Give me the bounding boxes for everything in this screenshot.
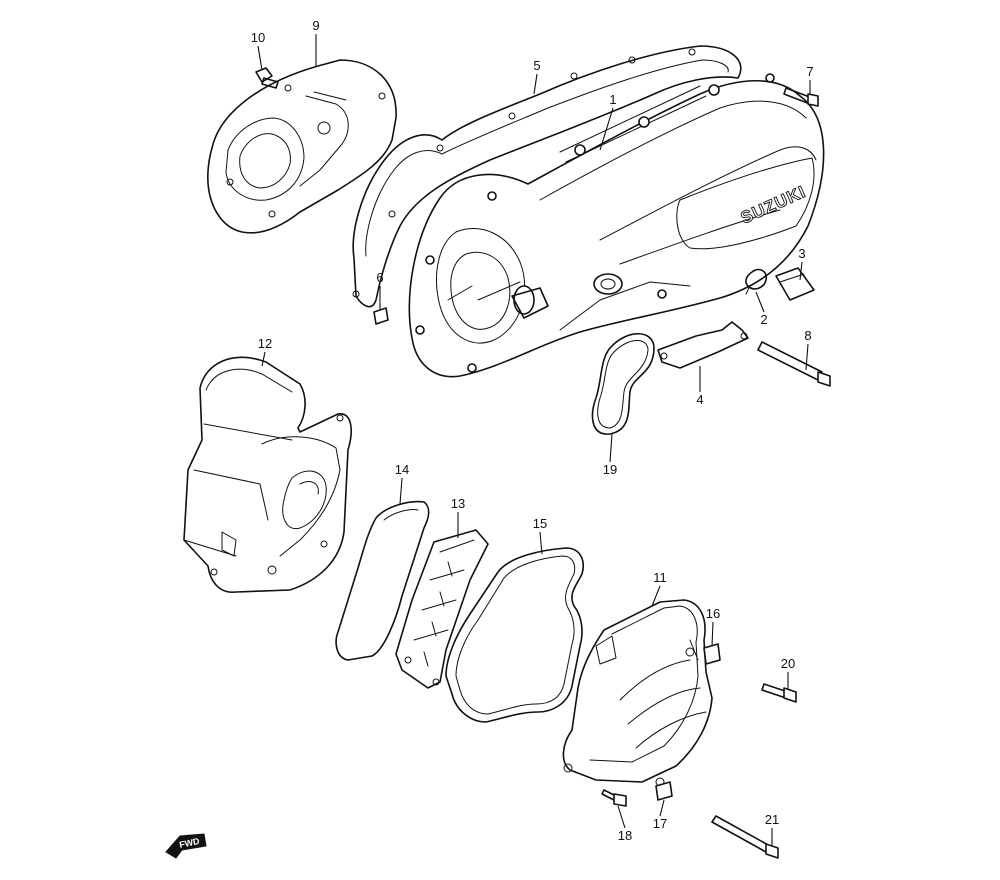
part-21-bolt <box>711 815 779 859</box>
part-19-seal <box>591 333 655 435</box>
callout-1: 1 <box>609 92 616 107</box>
callout-13: 13 <box>451 496 465 511</box>
part-20-bolt <box>761 683 797 703</box>
part-1-crankcase-cover: SUZUKI <box>408 73 825 378</box>
callout-18: 18 <box>618 828 632 843</box>
callout-19: 19 <box>603 462 617 477</box>
part-10-bolt <box>255 67 279 89</box>
part-7-bolt <box>783 87 819 107</box>
leader-lines <box>257 34 811 846</box>
callout-3: 3 <box>798 246 805 261</box>
part-13-filter-frame <box>395 529 489 689</box>
callout-16: 16 <box>706 606 720 621</box>
callout-20: 20 <box>781 656 795 671</box>
callout-12: 12 <box>258 336 272 351</box>
part-2-clamp <box>745 268 768 295</box>
part-9-cover-plate <box>207 59 397 234</box>
part-3-duct <box>775 267 815 301</box>
callout-8: 8 <box>804 328 811 343</box>
fwd-label: FWD <box>178 836 201 850</box>
callout-2: 2 <box>760 312 767 327</box>
part-11-outer-cover <box>562 599 713 787</box>
callout-21: 21 <box>765 812 779 827</box>
callout-14: 14 <box>395 462 409 477</box>
part-18-screw <box>601 789 627 807</box>
callout-11: 11 <box>653 570 667 585</box>
callout-7: 7 <box>806 64 813 79</box>
part-4-bracket <box>657 321 749 369</box>
callout-5: 5 <box>533 58 540 73</box>
part-6-dowel-pin <box>373 307 389 325</box>
callout-9: 9 <box>312 18 319 33</box>
callout-15: 15 <box>533 516 547 531</box>
part-17-collar <box>655 781 673 801</box>
part-8-bolt <box>757 341 831 387</box>
callout-labels: 1 2 3 4 5 6 7 8 9 10 11 12 13 14 15 16 1… <box>251 18 814 843</box>
part-12-air-cleaner-box <box>183 356 352 593</box>
part-16-collar <box>703 643 721 665</box>
fwd-direction-marker: FWD <box>165 833 207 859</box>
callout-4: 4 <box>696 392 703 407</box>
part-14-filter-element <box>335 500 430 661</box>
part-15-gasket <box>445 547 584 723</box>
part-5-gasket <box>352 45 742 308</box>
callout-17: 17 <box>653 816 667 831</box>
callout-6: 6 <box>376 270 383 285</box>
callout-10: 10 <box>251 30 265 45</box>
